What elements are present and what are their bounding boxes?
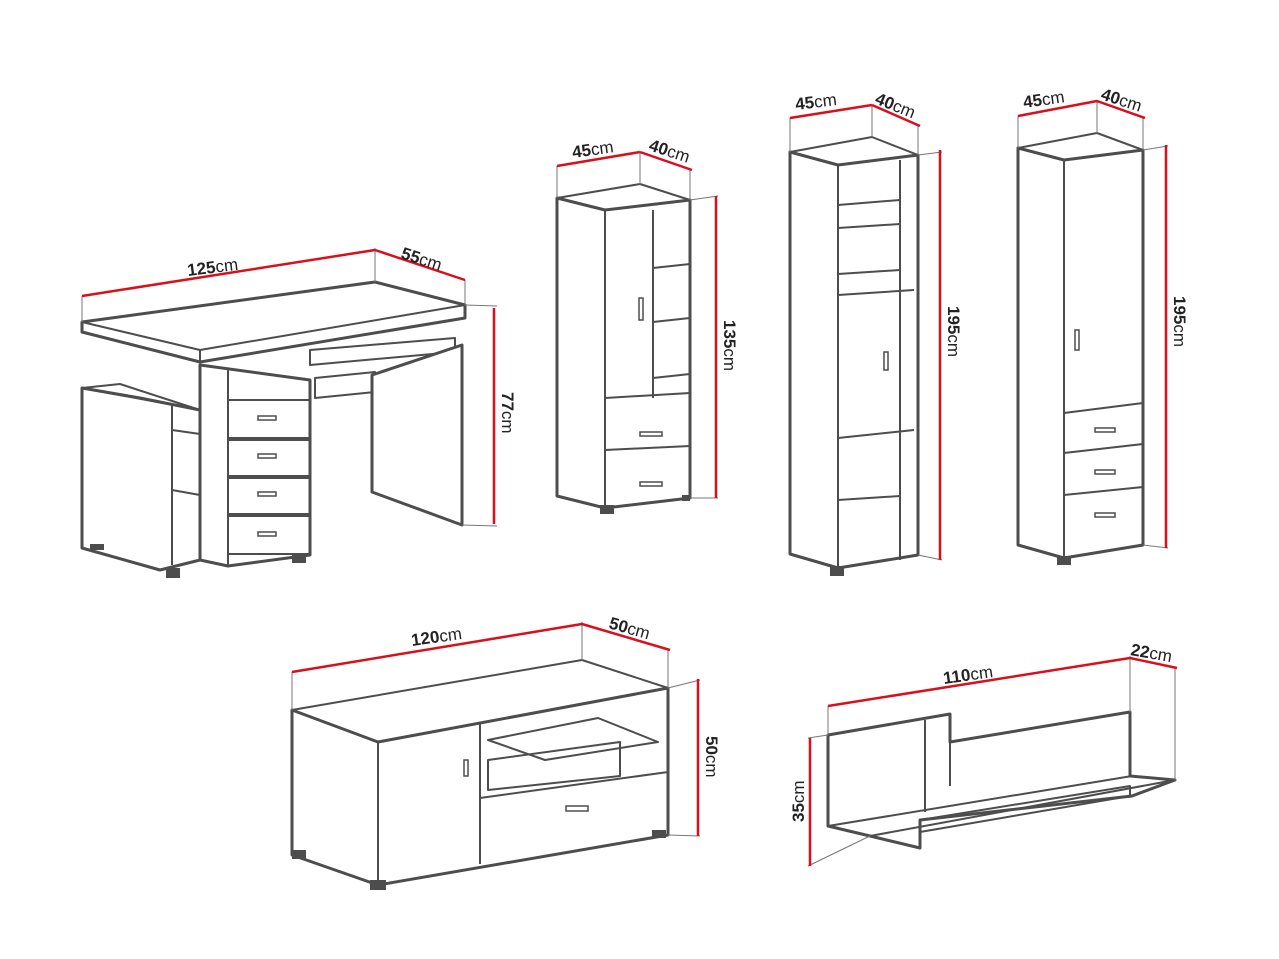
tall-shelf-width-dimension-line	[789, 103, 873, 120]
tall-shelf-drawing: 45cm 40cm 195cm	[788, 89, 963, 576]
desk-depth-dimension-line	[374, 248, 466, 282]
low-cabinet-width-dimension-line	[556, 150, 641, 168]
desk-height-label: 77cm	[498, 392, 517, 434]
wall-shelf-drawing: 110cm 22cm 35cm	[789, 640, 1178, 867]
low-cabinet-drawing: 45cm 40cm 135cm	[555, 136, 739, 514]
wall-shelf-height-label: 35cm	[789, 780, 808, 822]
wall-shelf-depth-label: 22cm	[1129, 640, 1173, 666]
tall-shelf-width-label: 45cm	[794, 90, 838, 114]
desk-width-dimension-line	[81, 248, 376, 298]
low-cabinet-depth-dimension-line	[639, 150, 693, 172]
wardrobe-depth-label: 40cm	[1099, 85, 1144, 116]
tv-stand-width-label: 120cm	[410, 624, 463, 650]
tall-shelf-height-label: 195cm	[944, 306, 963, 357]
wall-shelf-width-dimension-line	[827, 656, 1131, 708]
tall-shelf-depth-label: 40cm	[873, 89, 919, 122]
wardrobe-width-dimension-line	[1017, 99, 1098, 118]
desk-depth-label: 55cm	[399, 244, 444, 275]
desk-width-label: 125cm	[186, 255, 239, 280]
low-cabinet-width-label: 45cm	[571, 137, 615, 162]
wardrobe-height-label: 195cm	[1170, 296, 1189, 347]
wall-shelf-width-label: 110cm	[942, 662, 994, 688]
wall-shelf-depth-dimension-line	[1129, 656, 1178, 670]
tv-stand-height-label: 50cm	[702, 736, 721, 778]
wardrobe-depth-dimension-line	[1096, 99, 1146, 120]
low-cabinet-height-label: 135cm	[720, 320, 739, 371]
wardrobe-drawing: 45cm 40cm 195cm	[1016, 85, 1189, 565]
tall-shelf-depth-dimension-line	[871, 103, 921, 128]
desk-drawing: 125cm 55cm 77cm	[80, 244, 517, 578]
wardrobe-width-label: 45cm	[1022, 87, 1066, 112]
tv-stand-drawing: 120cm 50cm 50cm	[290, 614, 721, 890]
tv-stand-depth-dimension-line	[581, 622, 671, 652]
tv-stand-width-dimension-line	[291, 622, 583, 674]
